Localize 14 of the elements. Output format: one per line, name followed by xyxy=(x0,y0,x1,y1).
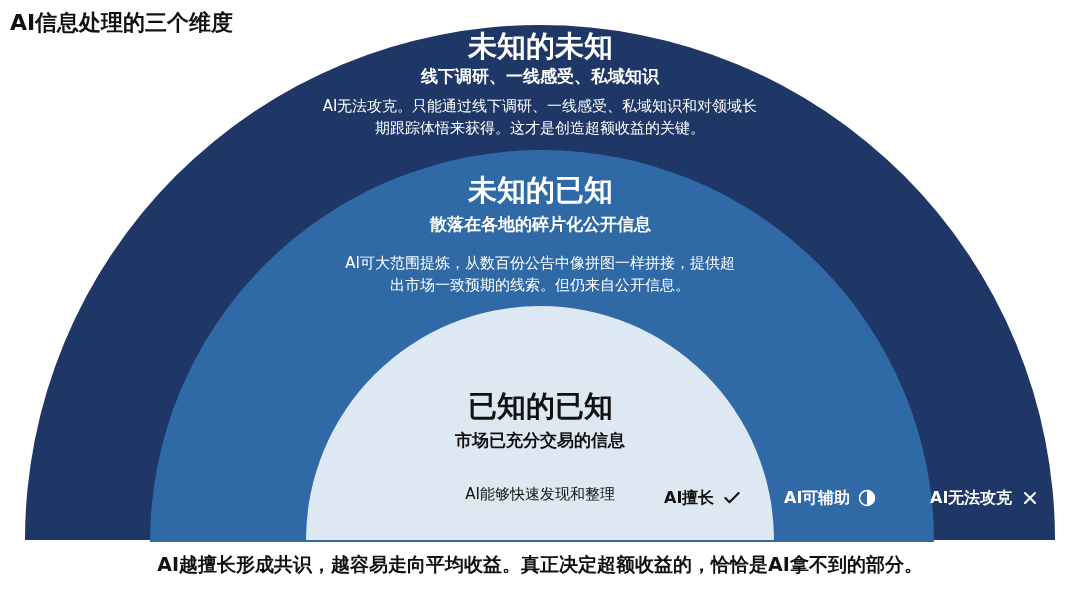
zone-title: 未知的未知 xyxy=(466,28,614,65)
status-label: AI无法攻克 xyxy=(930,488,1013,508)
zone-title: 未知的已知 xyxy=(466,172,614,209)
zone-description: AI能够快速发现和整理 xyxy=(464,484,616,505)
diagram-title: AI信息处理的三个维度 xyxy=(10,9,234,37)
zone-subtitle: 线下调研、一线感受、私域知识 xyxy=(420,66,661,88)
caption: AI越擅长形成共识，越容易走向平均收益。真正决定超额收益的，恰恰是AI拿不到的部分。 xyxy=(156,552,924,577)
status-label: AI擅长 xyxy=(664,488,715,508)
zone-title: 已知的已知 xyxy=(466,388,614,425)
zone-subtitle: 散落在各地的碎片化公开信息 xyxy=(428,214,652,236)
zone-description: AI可大范围提炼，从数百份公告中像拼图一样拼接，提供超出市场一致预期的线索。但仍来自公开信息。 xyxy=(344,253,736,296)
zone-description: AI无法攻克。只能通过线下调研、一线感受、私域知识和对领域长期跟踪体悟来获得。这才是创造超额收益的关键。 xyxy=(322,96,758,139)
zone-subtitle: 市场已充分交易的信息 xyxy=(454,430,626,452)
status-label: AI可辅助 xyxy=(784,488,851,508)
